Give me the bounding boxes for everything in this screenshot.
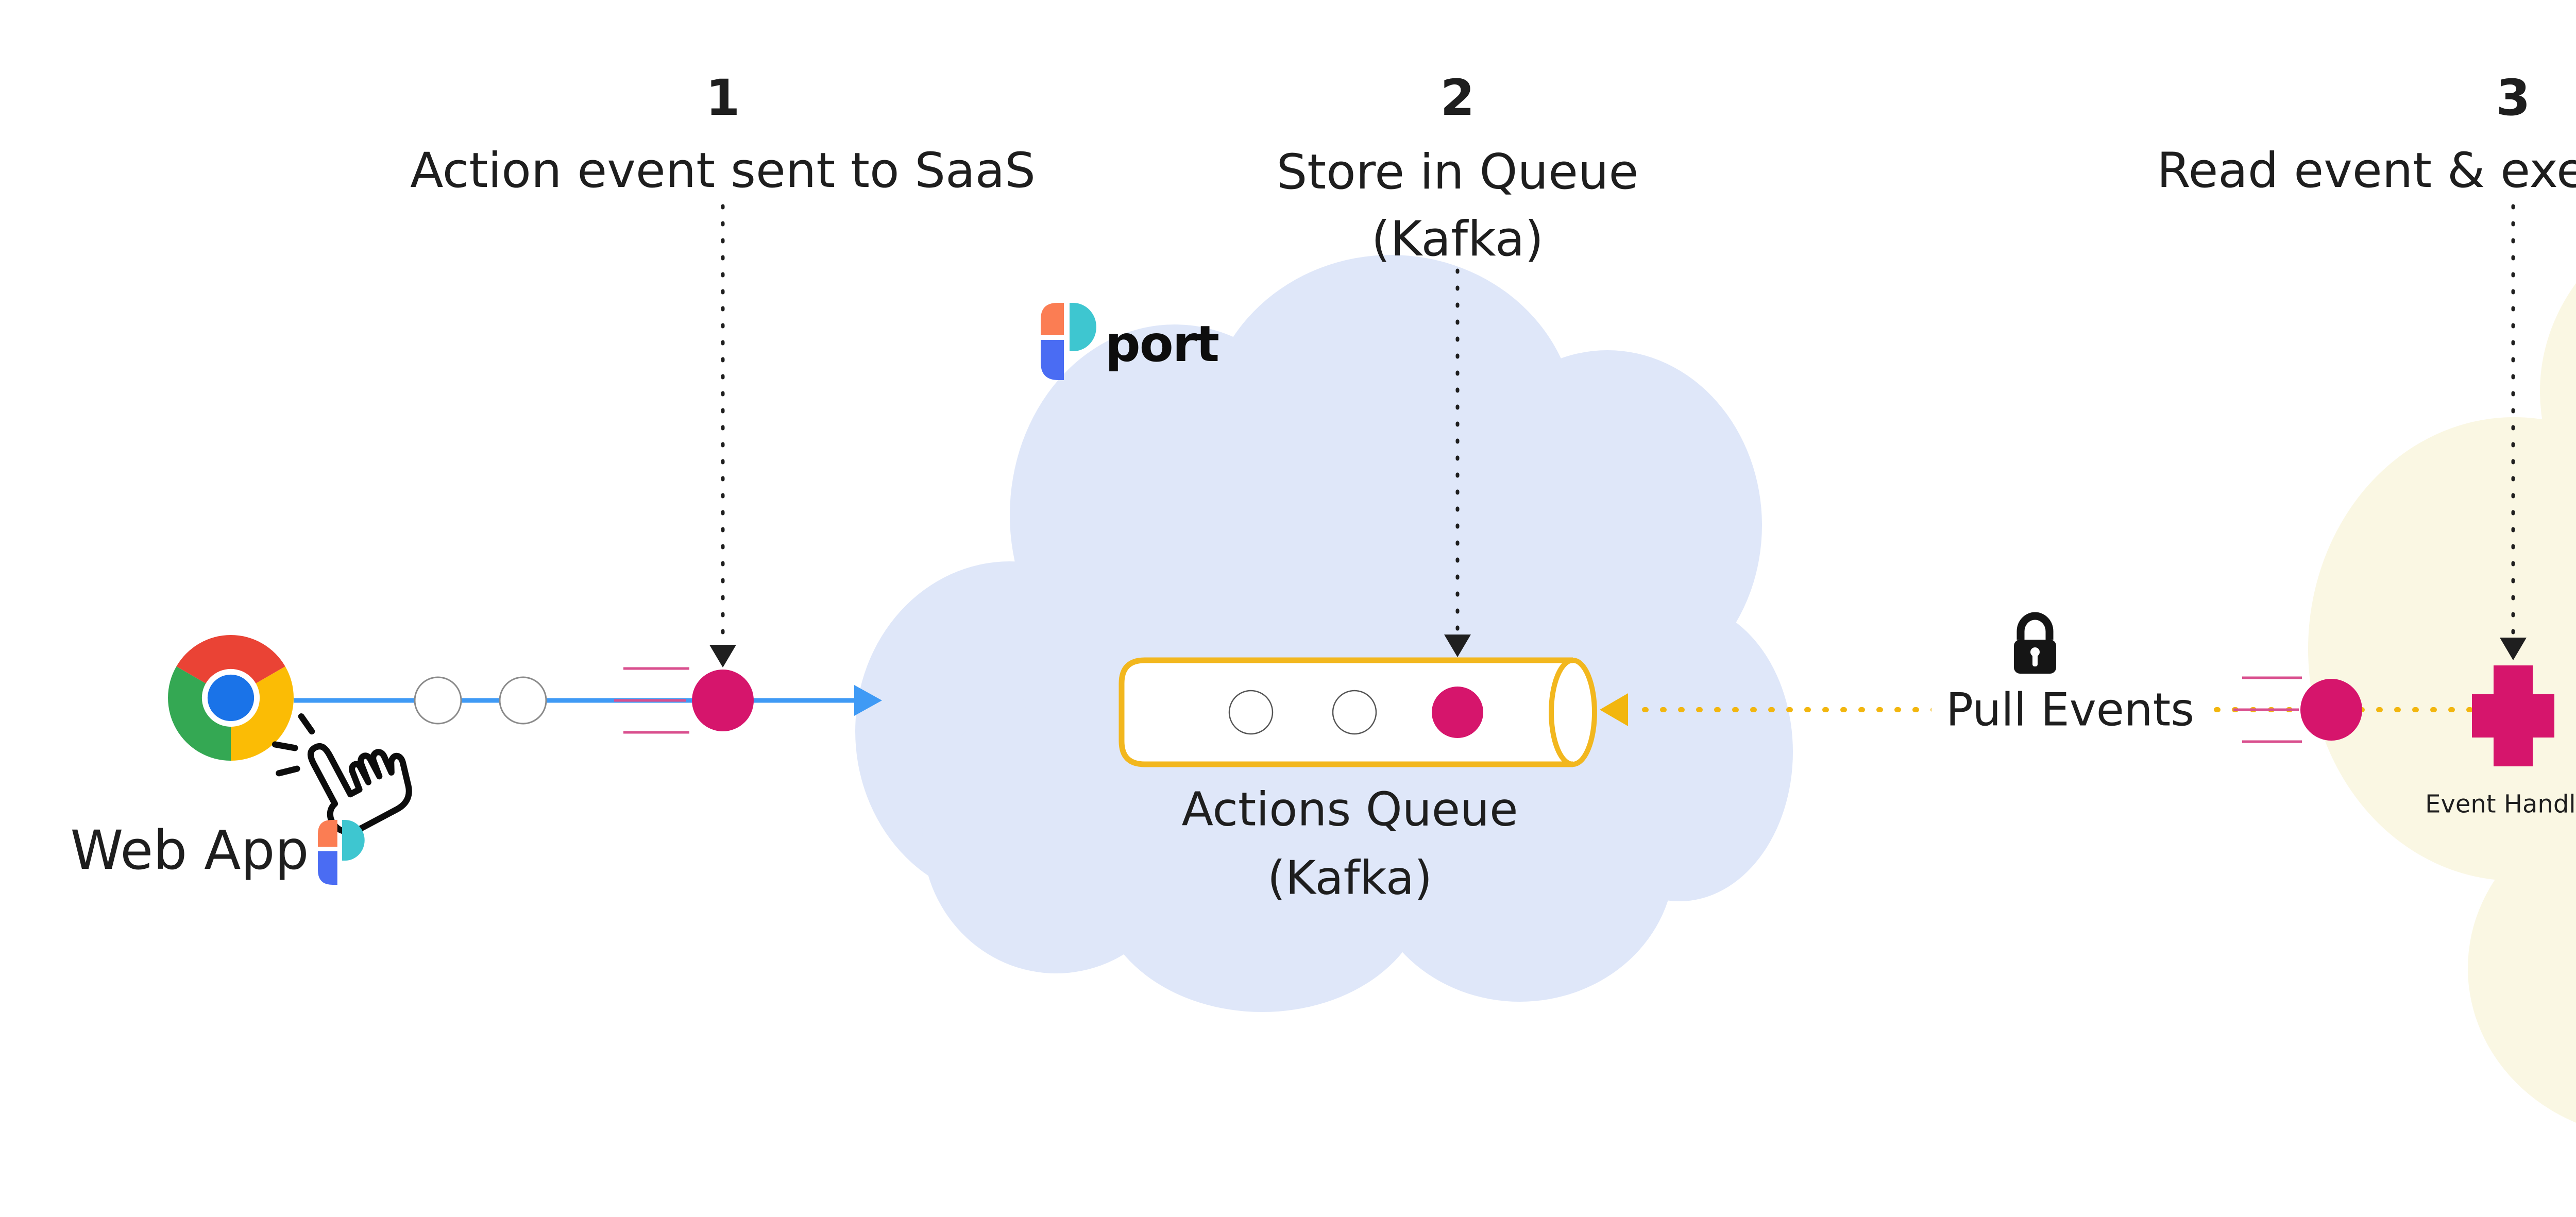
event-handler-cross (2472, 665, 2554, 766)
actions-queue-cylinder (1118, 657, 1597, 767)
event-slot-circle (414, 676, 462, 725)
step-arrows (721, 204, 2515, 652)
step-2-label: Store in Queue (1276, 144, 1639, 200)
yellow-arrowhead (1600, 693, 1628, 726)
pulled-event-speedlines (2233, 676, 2302, 743)
step-2-sublabel: (Kafka) (1371, 211, 1544, 267)
step-3-number: 3 (2496, 68, 2531, 127)
pull-events-label: Pull Events (1931, 683, 2209, 736)
step-2-number: 2 (1440, 68, 1475, 127)
blue-arrowhead (854, 685, 882, 716)
event-dot-speedlines (614, 667, 689, 734)
step-3-label: Read event & execute runner (2157, 142, 2576, 199)
pulled-event-dot (2300, 679, 2362, 741)
queued-event-dot (1432, 687, 1483, 738)
event-handler-label: Event Handler (2425, 790, 2576, 819)
step-arrowheads (709, 635, 2527, 667)
web-app-label: Web App (70, 819, 309, 882)
event-slot-circle (499, 676, 547, 725)
actions-queue-label: Actions Queue (1181, 782, 1518, 837)
hand-cursor-icon (272, 713, 412, 835)
chrome-browser-icon (168, 635, 294, 761)
step-1-number: 1 (705, 68, 740, 127)
port-logo-text: port (1105, 315, 1219, 373)
action-event-dot (692, 670, 754, 731)
actions-queue-sublabel: (Kafka) (1267, 851, 1433, 905)
queue-slot-circle (1228, 690, 1274, 735)
queue-slot-circle (1332, 690, 1377, 735)
step-1-label: Action event sent to SaaS (410, 142, 1036, 199)
lock-icon (2014, 612, 2056, 674)
